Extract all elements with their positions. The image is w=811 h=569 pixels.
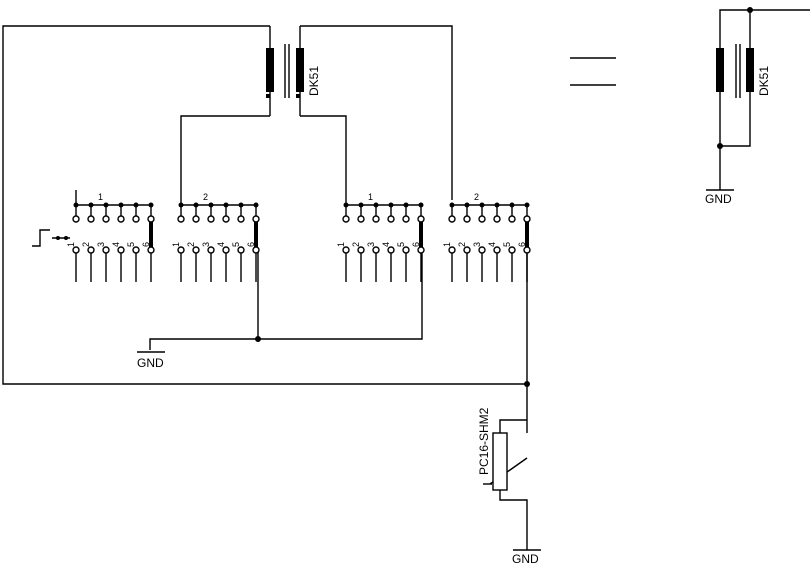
junction-outer bbox=[524, 381, 530, 387]
pin-label: 3 bbox=[96, 242, 106, 247]
pin-label: 4 bbox=[487, 242, 497, 247]
switch-block-name: 1 bbox=[368, 192, 373, 202]
gnd-bottom: GND bbox=[512, 549, 541, 566]
pin-label: 6 bbox=[246, 242, 256, 247]
pin-label: 6 bbox=[411, 242, 421, 247]
wire-resistor-bottom bbox=[499, 490, 528, 550]
wire-gnd-bus bbox=[149, 250, 423, 350]
pin-label: 2 bbox=[351, 242, 361, 247]
switch-block-name: 1 bbox=[98, 192, 103, 202]
gnd-bottom-label: GND bbox=[512, 552, 539, 566]
switch-block-name: 2 bbox=[203, 192, 208, 202]
resistor-pc16: PC16-SHM2 bbox=[477, 407, 508, 491]
gnd-right-label: GND bbox=[705, 192, 732, 206]
resistor-label: PC16-SHM2 bbox=[477, 407, 491, 475]
transformer-dk51: DK51 bbox=[266, 26, 321, 116]
pin-label: 1 bbox=[442, 242, 452, 247]
pin-label: 1 bbox=[66, 242, 76, 247]
pin-label: 2 bbox=[186, 242, 196, 247]
transformer-right-label: DK51 bbox=[757, 66, 771, 96]
pin-label: 1 bbox=[171, 242, 181, 247]
pin-label: 2 bbox=[457, 242, 467, 247]
junction-gnd bbox=[255, 336, 261, 342]
pin-label: 3 bbox=[366, 242, 376, 247]
pin-label: 3 bbox=[201, 242, 211, 247]
wire-transformer-left-mid bbox=[180, 115, 270, 205]
pin-label: 6 bbox=[517, 242, 527, 247]
gnd-left-label: GND bbox=[137, 356, 164, 370]
wire-outer-loop bbox=[2, 25, 527, 385]
pin-label: 5 bbox=[231, 242, 241, 247]
wire-resistor-top bbox=[499, 419, 527, 433]
pin-label: 5 bbox=[502, 242, 512, 247]
pin-label: 3 bbox=[472, 242, 482, 247]
wire-transformer-right-top bbox=[300, 25, 453, 200]
equivalence-sign bbox=[570, 57, 616, 86]
pin-label: 4 bbox=[216, 242, 226, 247]
transformer-right: DK51 GND bbox=[705, 7, 810, 206]
wires bbox=[2, 25, 530, 550]
pin-label: 2 bbox=[81, 242, 91, 247]
pin-label: 1 bbox=[336, 242, 346, 247]
transformer-label: DK51 bbox=[307, 66, 321, 96]
pin-label: 5 bbox=[396, 242, 406, 247]
pin-label: 6 bbox=[141, 242, 151, 247]
pin-label: 4 bbox=[381, 242, 391, 247]
gnd-left: GND bbox=[137, 351, 165, 370]
wire-transformer-right-mid bbox=[300, 115, 347, 205]
pin-label: 5 bbox=[126, 242, 136, 247]
switch-symbol bbox=[32, 229, 70, 247]
pin-label: 4 bbox=[111, 242, 121, 247]
switch-block-name: 2 bbox=[474, 192, 479, 202]
